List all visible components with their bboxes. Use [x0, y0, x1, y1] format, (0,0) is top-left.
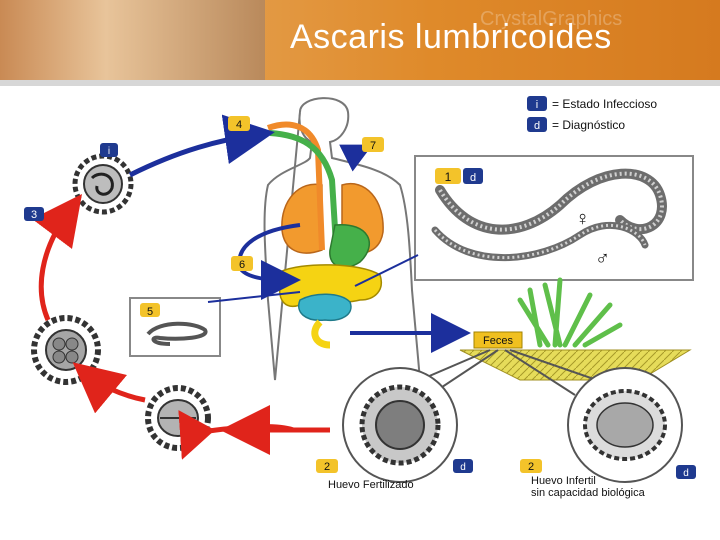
step-4-badge: 4	[228, 116, 250, 131]
legend-diagnostic-badge-text: d	[534, 120, 540, 132]
legend-diagnostic-badge	[527, 117, 547, 132]
step-7-badge: 7	[362, 137, 384, 152]
svg-text:d: d	[470, 172, 476, 184]
fertilized-egg-caption: 2 d Huevo Fertilizado	[316, 459, 473, 491]
female-symbol: ♀	[575, 208, 590, 230]
header-photo	[0, 0, 265, 80]
legend-diagnostic-label: = Diagnóstico	[552, 118, 625, 132]
red-arrow-2	[72, 362, 146, 414]
fertilized-egg	[342, 367, 458, 483]
stomach	[329, 224, 370, 269]
adult-worms-panel: ♀ ♂	[414, 155, 694, 281]
infertile-egg-caption: 2 d Huevo Infertil sin capacidad biológi…	[520, 459, 696, 499]
soil	[459, 349, 692, 381]
svg-text:4: 4	[236, 119, 242, 131]
soil-scene: Feces	[459, 277, 692, 381]
svg-text:d: d	[683, 468, 689, 479]
infective-badge: i	[108, 146, 110, 157]
blue-arrow-ingestion	[128, 114, 275, 178]
legend-infective-badge	[527, 96, 547, 111]
infertile-egg	[567, 367, 683, 483]
pointer-larva	[207, 291, 301, 303]
infertile-egg-label-2: sin capacidad biológica	[531, 487, 646, 499]
step-6-badge: 6	[231, 256, 253, 271]
svg-text:d: d	[460, 462, 466, 473]
legend-infective-badge-text: i	[536, 99, 538, 111]
slide-title: Ascaris lumbricoides	[290, 18, 612, 56]
legend-infective-label: = Estado Infeccioso	[552, 97, 657, 111]
larva	[146, 321, 208, 346]
svg-text:3: 3	[31, 209, 37, 221]
svg-text:7: 7	[370, 140, 376, 152]
pointer-worms	[354, 254, 419, 287]
blue-arrow-7	[339, 144, 373, 172]
svg-text:1: 1	[445, 170, 452, 184]
feces-box	[473, 331, 523, 349]
grass	[517, 277, 623, 348]
life-cycle-diagram: i = Estado Infeccioso d = Diagnóstico ♀ …	[24, 96, 696, 499]
larva-panel: 5	[129, 297, 221, 357]
egg-morula	[31, 315, 101, 385]
egg-two-cell	[145, 385, 211, 451]
watermark: CrystalGraphics	[480, 8, 623, 30]
esophagus	[269, 130, 339, 246]
slide-header: CrystalGraphics Ascaris lumbricoides	[0, 0, 720, 80]
step-5-badge: 5	[147, 306, 153, 318]
svg-text:2: 2	[528, 461, 534, 473]
feces-label: Feces	[483, 335, 513, 347]
legend: i = Estado Infeccioso d = Diagnóstico	[527, 96, 657, 132]
step-1-badge: 1 d	[435, 168, 483, 184]
step-3-badge: 3	[24, 207, 44, 221]
header-divider	[0, 80, 720, 86]
infertile-egg-label-1: Huevo Infertil	[531, 475, 596, 487]
fertilized-egg-label: Huevo Fertilizado	[328, 479, 414, 491]
svg-text:6: 6	[239, 259, 245, 271]
male-symbol: ♂	[595, 248, 610, 270]
egg-embryonated-infective: i	[72, 143, 134, 215]
colon	[298, 293, 352, 322]
intestines	[278, 264, 382, 349]
svg-text:2: 2	[324, 461, 330, 473]
red-arrow-3	[32, 193, 82, 321]
